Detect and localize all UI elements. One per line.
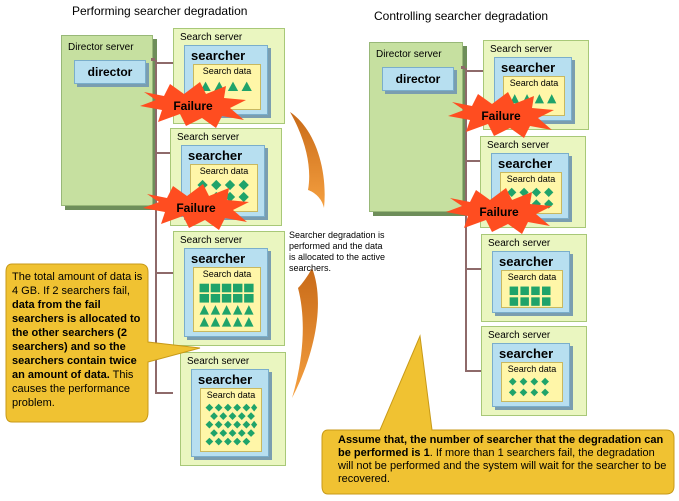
left-diagram-title: Performing searcher degradation <box>72 4 248 18</box>
connector <box>155 62 173 64</box>
failure-label: Failure <box>479 205 519 219</box>
curved-arrow-icon <box>290 112 325 398</box>
diamond-data-icon <box>508 377 549 397</box>
search-server: Search server searcher Search data <box>173 231 285 346</box>
searcher-box: searcher Search data <box>184 248 268 337</box>
search-server-label: Search server <box>488 238 551 249</box>
searcher-label: searcher <box>498 156 553 171</box>
search-data-label: Search data <box>206 390 256 400</box>
search-server-label: Search server <box>180 235 243 246</box>
connector <box>155 392 173 394</box>
search-data: Search data <box>200 388 262 452</box>
searcher-label: searcher <box>188 148 243 163</box>
connector <box>465 70 483 72</box>
searcher-label: searcher <box>191 48 246 63</box>
right-diagram-title: Controlling searcher degradation <box>374 9 549 23</box>
search-server: Search server searcher Search data <box>481 326 587 416</box>
director-server-label: Director server <box>376 49 442 60</box>
failure-label: Failure <box>481 109 521 123</box>
searcher-box: searcher Search data <box>492 251 570 313</box>
search-data-label: Search data <box>202 269 252 279</box>
connector <box>151 58 155 61</box>
connector <box>465 370 481 372</box>
right-callout-bubble <box>321 334 675 495</box>
search-data: Search data <box>501 270 563 308</box>
search-data-label: Search data <box>507 364 557 374</box>
connector-bus <box>465 68 467 372</box>
director-server-label: Director server <box>68 42 134 53</box>
connector <box>155 272 173 274</box>
failure-burst-icon: Failure <box>446 188 552 234</box>
connector <box>465 268 481 270</box>
connector <box>465 160 483 162</box>
right-callout-text: Assume that, the number of searcher that… <box>338 434 668 486</box>
right-callout-text-1: . If more than 1 searchers fail, the deg… <box>338 447 667 485</box>
searcher-box: searcher Search data <box>492 343 570 407</box>
right-director-server: Director server director <box>369 42 463 212</box>
connector <box>155 152 173 154</box>
search-data-label: Search data <box>506 174 556 184</box>
search-data-label: Search data <box>199 166 249 176</box>
search-server: Search server searcher Search data <box>180 352 286 466</box>
search-data-label: Search data <box>507 272 557 282</box>
right-callout-bold: Assume that, the number of searcher that… <box>338 434 664 459</box>
connector <box>461 66 465 69</box>
failure-label: Failure <box>173 99 213 113</box>
searcher-label: searcher <box>499 254 554 269</box>
search-server-label: Search server <box>487 140 550 151</box>
search-data-label: Search data <box>509 78 559 88</box>
search-server-label: Search server <box>490 44 553 55</box>
search-data: Search data <box>501 362 563 402</box>
searcher-box: searcher Search data <box>191 369 269 457</box>
diamond-data-icon <box>205 403 258 446</box>
left-callout-text: The total amount of data is 4 GB. If 2 s… <box>12 270 144 410</box>
searcher-label: searcher <box>501 60 556 75</box>
left-callout-bubble <box>5 263 201 423</box>
failure-burst-icon: Failure <box>140 82 246 128</box>
director-box: director <box>74 60 146 84</box>
search-data: Search data <box>193 267 261 332</box>
failure-label: Failure <box>176 201 216 215</box>
search-data-label: Search data <box>202 66 252 76</box>
search-server-label: Search server <box>488 330 551 341</box>
failure-burst-icon: Failure <box>143 184 249 230</box>
search-server-label: Search server <box>180 32 243 43</box>
square-triangle-data-icon <box>199 283 254 327</box>
search-server: Search server searcher Search data <box>481 234 587 322</box>
search-server-label: Search server <box>177 132 240 143</box>
left-director-server: Director server director <box>61 35 153 206</box>
director-box: director <box>382 67 454 91</box>
searcher-label: searcher <box>191 251 246 266</box>
connector-bus <box>155 60 157 394</box>
left-callout-text-2: This causes the performance problem. <box>12 369 134 409</box>
failure-burst-icon: Failure <box>448 92 554 138</box>
middle-note: Searcher degradation is performed and th… <box>289 230 386 273</box>
left-callout-text-1: The total amount of data is 4 GB. If 2 s… <box>12 271 143 297</box>
left-callout-bold: data from the fail searchers is allocate… <box>12 299 141 381</box>
search-server-label: Search server <box>187 356 250 367</box>
searcher-label: searcher <box>198 372 253 387</box>
square-data-icon <box>509 286 551 306</box>
searcher-label: searcher <box>499 346 554 361</box>
